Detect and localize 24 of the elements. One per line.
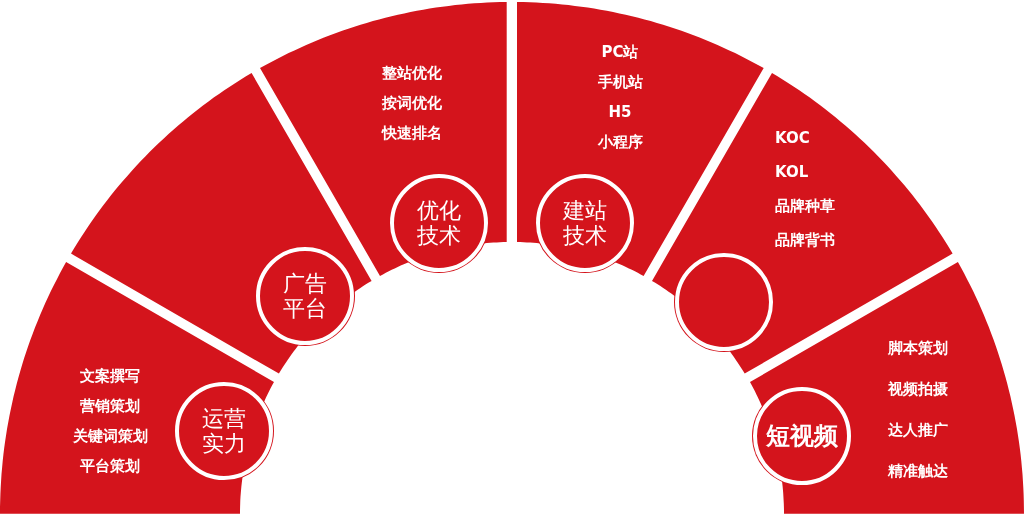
list-item: 营销策划 [80,397,140,415]
list-item: 平台策划 [80,457,140,475]
list-item: 脚本策划 [888,339,948,357]
list-item: 品牌背书 [775,231,835,249]
list-item: 整站优化 [382,64,442,82]
list-item: 手机站 [597,73,643,91]
list-item: 达人推广 [888,421,948,439]
list-item: 精准触达 [888,462,948,480]
list-item: KOL [775,163,809,181]
list-item: PC站 [601,43,639,61]
list-item: KOC [775,129,810,147]
list-item: 视频拍摄 [888,380,948,398]
category-title: 运营实力 [200,406,247,457]
category-title: 建站技术 [561,197,608,249]
list-item: 小程序 [597,133,643,151]
list-item: 文案撰写 [80,367,140,385]
list-item: 关键词策划 [72,427,148,445]
list-item: 品牌种草 [775,197,835,215]
category-title: 短视频 [765,422,838,451]
list-item: 按词优化 [382,94,442,112]
list-item: 快速排名 [382,124,442,142]
list-item: H5 [608,103,632,121]
category-title: 广告平台 [282,271,329,322]
category-title: 优化技术 [416,197,463,249]
